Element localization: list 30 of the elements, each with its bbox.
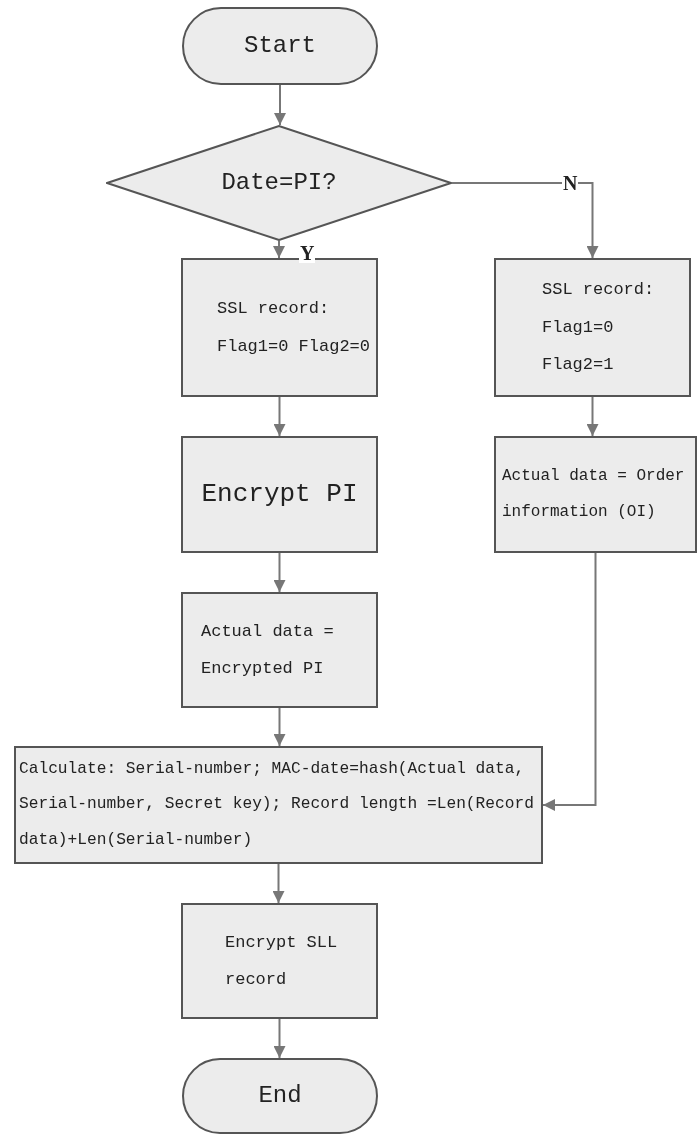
arrow [274, 84, 286, 126]
arrow [542, 552, 597, 811]
process-box [181, 592, 378, 708]
node-label: SSL record: Flag1=0 Flag2=1 [542, 279, 656, 377]
arrow [273, 1018, 286, 1059]
arrow [273, 552, 286, 593]
process-box [494, 436, 697, 553]
process-box [181, 436, 378, 553]
node-label: Calculate: Serial-number; MAC-date=hash(Actual data, Serial-number, Secret key); Record length =Len(Record data)+Len(Serial-number) [19, 758, 535, 851]
arrow [273, 707, 286, 747]
arrow [273, 396, 286, 437]
node-label: Encrypt SLL record [225, 931, 339, 991]
node-label: Actual data = Encrypted PI [201, 620, 335, 680]
decision-diamond [106, 125, 452, 241]
process-box [181, 903, 378, 1019]
node-label: Start [244, 31, 316, 61]
arrow [451, 182, 599, 259]
arrow [586, 396, 599, 437]
edge-label: N [562, 173, 579, 193]
node-label: Encrypt PI [201, 478, 358, 511]
edge-label: Y [299, 243, 316, 263]
node-label: Actual data = Order information (OI) [502, 466, 686, 523]
arrow [272, 863, 285, 904]
process-box [14, 746, 543, 864]
process-box [181, 258, 378, 397]
arrow [273, 240, 285, 259]
node-label: End [258, 1081, 302, 1111]
node-label: Date=PI? [221, 168, 337, 198]
process-box [494, 258, 691, 397]
node-label: SSL record: Flag1=0 Flag2=0 [217, 298, 372, 358]
